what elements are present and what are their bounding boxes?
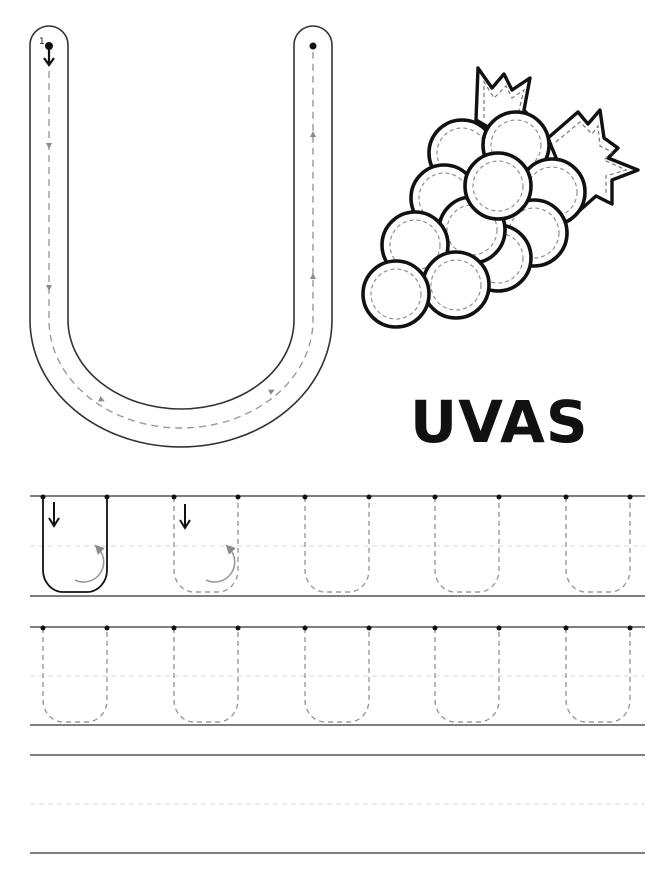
practice-letter-dashed: [40, 625, 110, 723]
practice-letter-dashed: [563, 625, 633, 723]
practice-lines: [30, 495, 645, 854]
practice-letter-dashed: [563, 494, 633, 593]
letter-u-guide-path: [48, 47, 314, 429]
practice-letter-solid: [40, 494, 110, 593]
practice-letter-dashed: [302, 625, 372, 723]
practice-letter-dashed: [171, 625, 241, 723]
letter-u-outline: [29, 25, 333, 448]
big-letter-u: [29, 25, 333, 448]
grape-leaf-right-vein: [555, 121, 628, 196]
practice-letter-guided: [171, 494, 241, 593]
practice-letter-dashed: [432, 625, 502, 723]
grape-leaf-top-vein: [483, 79, 525, 118]
practice-row-2: [40, 625, 633, 723]
stroke-number: 1: [39, 37, 45, 47]
start-dot-left: [45, 42, 53, 50]
grapes-illustration: [361, 66, 640, 329]
start-arrow-left: [43, 48, 55, 67]
start-dot-right: [309, 42, 317, 50]
grape-berries: [361, 110, 587, 329]
practice-letter-dashed: [432, 494, 502, 593]
practice-letter-dashed: [302, 494, 372, 593]
word-label: UVAS: [410, 388, 589, 456]
practice-row-1: [40, 494, 633, 593]
